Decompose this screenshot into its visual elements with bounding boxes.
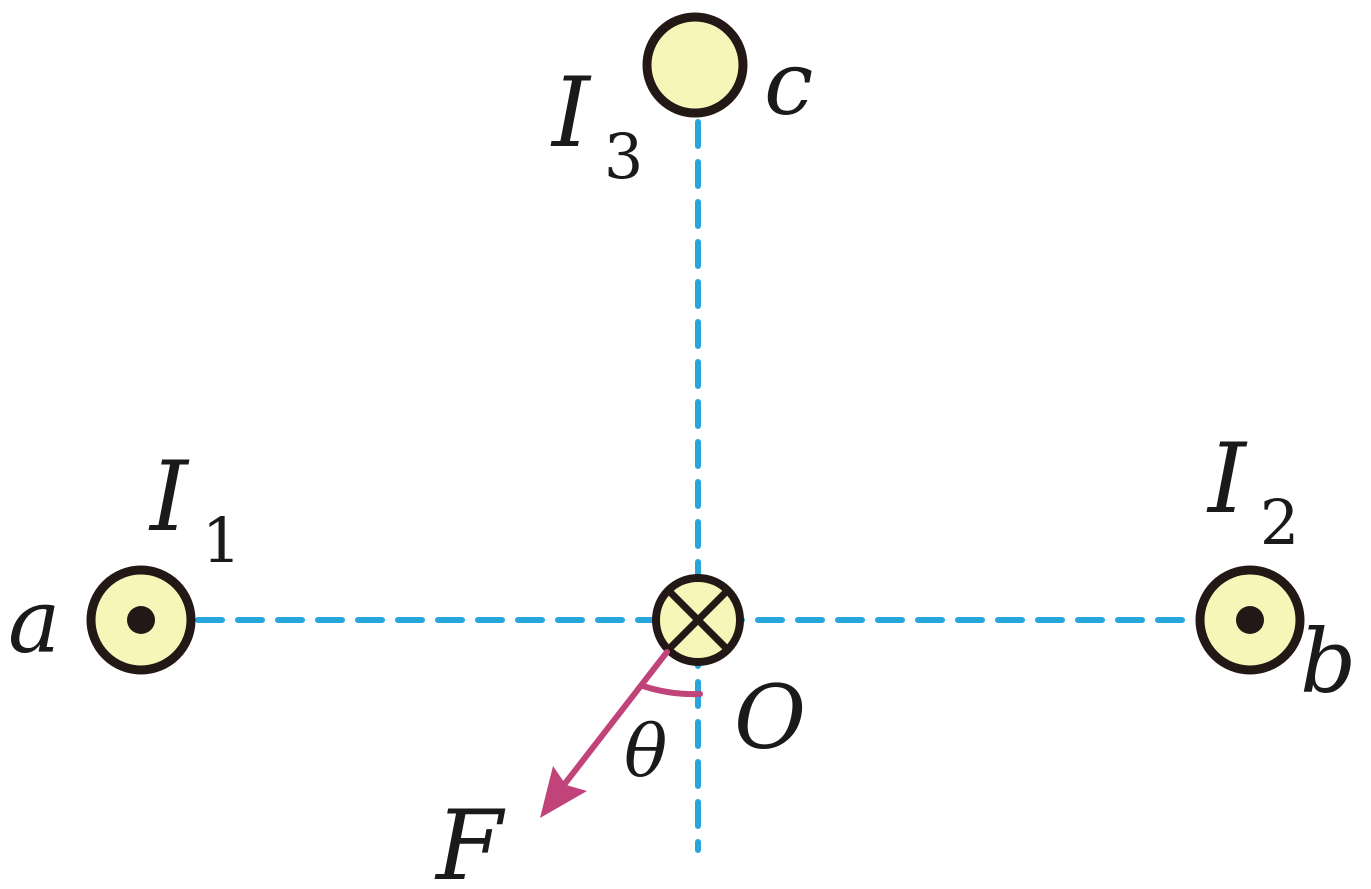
angle-label-theta: θ [624, 709, 667, 793]
point-label-b: b [1300, 610, 1356, 713]
current-subscript: 1 [202, 504, 241, 577]
force-label-f: F [434, 790, 506, 889]
current-symbol: I [550, 57, 592, 169]
current-symbol: I [1206, 423, 1248, 535]
current-subscript: 3 [604, 120, 643, 193]
current-out-dot-icon [127, 606, 155, 634]
wire-a [86, 565, 196, 675]
current-in-cross-icon [666, 588, 730, 652]
current-subscript: 2 [1260, 486, 1299, 559]
current-symbol: I [148, 441, 190, 553]
force-arrowhead-icon [540, 766, 587, 818]
point-label-o: O [734, 666, 806, 769]
point-label-a: a [8, 570, 60, 673]
angle-arc [640, 683, 703, 698]
current-out-dot-icon [1236, 606, 1264, 634]
wire-o [652, 574, 744, 666]
point-label-c: c [764, 32, 813, 135]
wire-b [1195, 565, 1305, 675]
force-vector [540, 649, 670, 818]
wire-c [642, 12, 748, 118]
